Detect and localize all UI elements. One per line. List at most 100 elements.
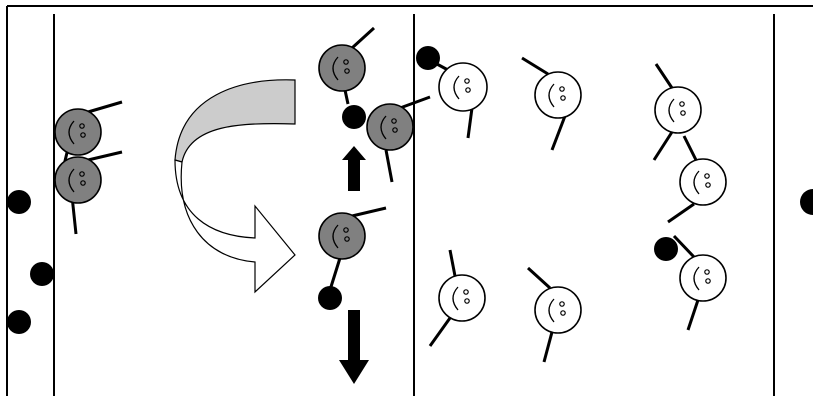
face-eye [344, 236, 350, 242]
white-smiley-face-icon [652, 63, 702, 161]
face-tail-line [686, 299, 700, 331]
face-eye [679, 101, 685, 107]
face-eye [464, 298, 470, 304]
face-eye [680, 110, 686, 116]
gray-smiley-face-icon [318, 26, 376, 105]
face-smile [668, 98, 675, 123]
gray-smiley-face-icon [54, 100, 123, 183]
face-tail-line [521, 56, 549, 76]
face-circle [679, 254, 727, 302]
down-arrow-shape [339, 310, 369, 384]
black-dot-icon [318, 286, 342, 310]
face-eye [391, 118, 397, 124]
white-smiley-face-icon [667, 135, 727, 224]
face-tail-line [448, 249, 457, 277]
white-smiley-face-icon [428, 249, 486, 347]
up-arrow-icon [342, 146, 366, 191]
face-smile [548, 298, 555, 323]
face-eye [343, 59, 349, 65]
face-eye [344, 68, 350, 74]
face-tail-line [550, 115, 567, 151]
face-eye [392, 127, 398, 133]
face-eye [465, 87, 471, 93]
face-eye [560, 95, 566, 101]
face-tail-line [526, 266, 552, 290]
face-eye [79, 171, 85, 177]
black-dot-icon [30, 262, 54, 286]
black-dot-icon [7, 310, 31, 334]
white-smiley-face-icon [526, 266, 582, 363]
face-circle [438, 274, 486, 322]
curved-arrow-top-band [174, 79, 296, 163]
face-eye [463, 289, 469, 295]
face-tail-line [428, 317, 452, 347]
face-smile [453, 75, 460, 100]
face-tail-line [343, 89, 350, 105]
gray-smiley-face-icon [318, 206, 387, 291]
face-eye [80, 180, 86, 186]
face-circle [318, 44, 366, 92]
face-tail-line [350, 26, 376, 50]
face-circle [438, 62, 488, 112]
face-smile [548, 83, 555, 108]
up-arrow-shape [342, 146, 366, 191]
face-tail-line [466, 107, 474, 139]
face-eye [80, 132, 86, 138]
gray-smiley-face-icon [366, 95, 431, 183]
black-dot-icon [342, 105, 366, 129]
face-smile [332, 224, 339, 249]
face-eye [559, 86, 565, 92]
white-smiley-face-icon [521, 56, 582, 151]
face-tail-line [654, 63, 674, 89]
face-tail-line [351, 206, 387, 218]
face-smile [693, 266, 700, 291]
white-smiley-face-icon [421, 54, 488, 139]
face-circle [318, 212, 366, 260]
face-tail-line [399, 95, 431, 110]
face-tail-line [652, 131, 674, 161]
face-tail-line [682, 135, 698, 161]
face-smile [68, 120, 75, 145]
face-eye [464, 78, 470, 84]
black-dot-icon [7, 190, 31, 214]
face-circle [366, 103, 414, 151]
black-dot-icon [654, 237, 678, 261]
face-circle [54, 108, 102, 156]
face-smile [332, 56, 339, 81]
face-circle [534, 286, 582, 334]
face-circle [679, 158, 727, 206]
black-dot-icon [800, 189, 813, 215]
face-eye [343, 227, 349, 233]
face-circle [534, 71, 582, 119]
face-eye [705, 278, 711, 284]
face-eye [704, 269, 710, 275]
face-circle [54, 156, 102, 204]
down-arrow-icon [339, 310, 369, 384]
face-smile [693, 170, 700, 195]
face-eye [79, 123, 85, 129]
black-dot-icon [416, 46, 440, 70]
face-smile [452, 286, 459, 311]
gray-smiley-face-icon [54, 150, 123, 235]
face-tail-line [542, 331, 554, 363]
face-eye [705, 182, 711, 188]
faces-layer [54, 26, 727, 363]
face-tail-line [672, 234, 696, 259]
white-smiley-face-icon [672, 234, 727, 331]
curved-arrow-bottom-band [174, 159, 296, 294]
face-eye [704, 173, 710, 179]
face-tail-line [87, 150, 123, 162]
face-tail-line [667, 202, 695, 224]
face-circle [654, 86, 702, 134]
face-tail-line [384, 149, 394, 183]
face-smile [380, 115, 387, 140]
face-smile [68, 168, 75, 193]
face-tail-line [328, 257, 342, 291]
dots-layer [7, 46, 813, 334]
face-tail-line [87, 100, 123, 114]
curved-arrow-icon [174, 79, 296, 294]
face-eye [560, 310, 566, 316]
face-eye [559, 301, 565, 307]
